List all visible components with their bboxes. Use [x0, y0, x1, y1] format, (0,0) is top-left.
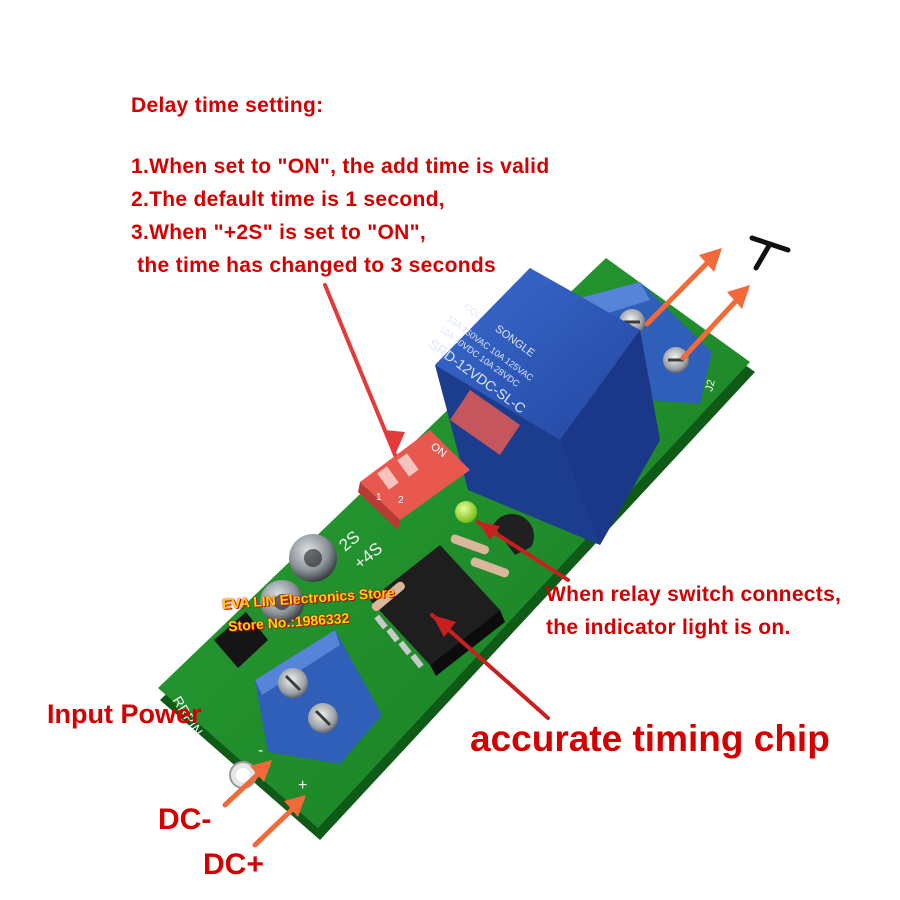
indicator-note-line-2: the indicator light is on.	[546, 616, 791, 639]
regulator	[214, 612, 268, 668]
silk-minus: -	[258, 742, 263, 759]
dc-minus-label: DC-	[158, 803, 212, 836]
delay-setting-line-2: 2.The default time is 1 second,	[131, 188, 445, 211]
arrow-dip-switch	[323, 283, 397, 457]
switch-contact-icon	[749, 235, 791, 271]
indicator-note-line-1: When relay switch connects,	[546, 583, 842, 606]
delay-setting-heading: Delay time setting:	[131, 94, 324, 117]
timing-chip	[370, 545, 505, 676]
delay-setting-line-1: 1.When set to "ON", the add time is vali…	[131, 155, 550, 178]
input-power-label: Input Power	[47, 699, 202, 729]
indicator-led	[455, 501, 477, 523]
input-terminal-block	[255, 630, 382, 764]
silk-j2: J2	[703, 378, 718, 392]
arrow-chip	[430, 613, 550, 720]
dc-plus-label: DC+	[203, 848, 264, 881]
resistors	[371, 534, 510, 612]
chip-label: accurate timing chip	[470, 718, 830, 759]
dip-2-label: 2	[398, 495, 404, 506]
annotation-arrows	[222, 248, 750, 848]
transistor	[493, 514, 534, 555]
dip-1-label: 1	[376, 492, 382, 503]
delay-setting-line-4: the time has changed to 3 seconds	[131, 254, 496, 277]
arrow-output-1	[644, 249, 721, 327]
dip-switch[interactable]: ON 1 2	[358, 430, 470, 530]
capacitors	[260, 534, 337, 624]
silk-plus: +	[298, 777, 307, 794]
delay-setting-line-3: 3.When "+2S" is set to "ON",	[131, 221, 427, 244]
